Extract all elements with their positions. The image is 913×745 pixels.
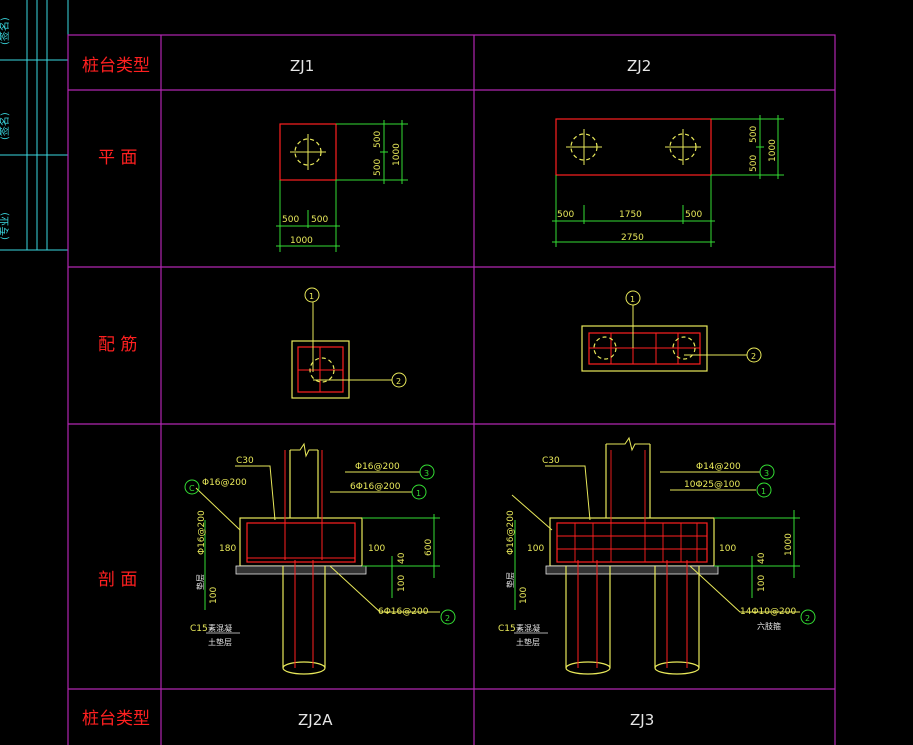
- header-label: 桩台类型: [82, 56, 150, 76]
- col-header-zj1: ZJ1: [290, 57, 314, 75]
- plan-zj2: 500 500 1000 500 1750 500 2750: [552, 115, 784, 247]
- zj1-dim-right-top: 500: [373, 131, 383, 148]
- zj2-dim-bottom-middle: 1750: [619, 210, 642, 220]
- zj2-side-vertical: Φ16@200: [506, 510, 516, 555]
- zj1-bar-3: Φ16@200: [355, 462, 400, 472]
- section-zj1: 3 1 C 2 C30 Φ16@200 Φ16@200 6Φ16@200 Φ16…: [184, 442, 456, 675]
- zj2-dim-bottom-right: 500: [685, 210, 702, 220]
- zj2-bottom-note: 六肢箍: [757, 621, 781, 631]
- col-header-zj2: ZJ2: [627, 57, 651, 75]
- zj1-bar-1: 6Φ16@200: [350, 482, 401, 492]
- zj1-dim-100-bot: 100: [397, 575, 407, 592]
- rebar-zj1: 1 2: [291, 287, 407, 399]
- rebar-zj2: 1 2: [581, 290, 762, 372]
- zj1-sec-marker-1: 1: [416, 489, 421, 498]
- side-label-3: (专业): [0, 212, 11, 240]
- zj2-dim-100-b: 100: [719, 544, 736, 554]
- col-footer-zj2a: ZJ2A: [298, 711, 333, 729]
- section-zj2: 3 1 2 C30 Φ14@200 10Φ25@100 Φ16@200 100 …: [498, 436, 816, 675]
- zj1-dim-180: 180: [219, 544, 236, 554]
- zj1-dim-100-left: 100: [209, 587, 219, 604]
- zj1-sec-marker-2: 2: [445, 614, 450, 623]
- row-label-plan: 平 面: [98, 148, 137, 168]
- zj2-dim-1000: 1000: [784, 533, 794, 556]
- zj1-dim-40: 40: [397, 552, 407, 564]
- zj1-dim-right-total: 1000: [392, 143, 402, 166]
- zj2-dim-bottom-total: 2750: [621, 233, 644, 243]
- zj2-rebar-marker-2: 2: [751, 352, 756, 361]
- zj1-dim-right-bottom: 500: [373, 159, 383, 176]
- table-grid: [67, 34, 836, 745]
- zj2-concrete: C30: [542, 456, 560, 466]
- zj2-dim-100-a: 100: [527, 544, 544, 554]
- zj2-c15: C15: [498, 624, 516, 634]
- side-label-1: (签名): [0, 17, 11, 45]
- zj2-cushion-2: 土垫层: [516, 637, 540, 647]
- footer-label: 桩台类型: [82, 709, 150, 729]
- zj2-dim-100-left: 100: [519, 587, 529, 604]
- zj2-dim-right-bottom: 500: [749, 155, 759, 172]
- zj1-dim-600: 600: [424, 539, 434, 556]
- zj2-sec-marker-1: 1: [761, 487, 766, 496]
- zj2-dim-right-total: 1000: [768, 139, 778, 162]
- zj2-sec-marker-2: 2: [805, 614, 810, 623]
- zj1-top-bar: Φ16@200: [202, 478, 247, 488]
- zj1-c15: C15: [190, 624, 208, 634]
- zj1-dim-bottom-total: 1000: [290, 236, 313, 246]
- zj2-dim-right-top: 500: [749, 126, 759, 143]
- zj2-sec-marker-3: 3: [764, 469, 769, 478]
- zj1-side-vertical: Φ16@200: [197, 510, 207, 555]
- zj1-dim-bottom-right: 500: [311, 215, 328, 225]
- plan-zj1: 500 500 1000 500 500 1000: [276, 120, 408, 252]
- zj1-dim-bottom-left: 500: [282, 215, 299, 225]
- zj2-top-bar: Φ14@200: [696, 462, 741, 472]
- zj2-left-tag: 垫层: [505, 572, 515, 588]
- zj1-rebar-marker-1: 1: [309, 292, 314, 301]
- zj1-bottom-bar: 6Φ16@200: [378, 607, 429, 617]
- zj1-sec-marker-c: C: [189, 484, 195, 493]
- zj2-dim-100-bot: 100: [757, 575, 767, 592]
- zj2-dim-40: 40: [757, 552, 767, 564]
- col-footer-zj3: ZJ3: [630, 711, 654, 729]
- row-label-rebar: 配 筋: [98, 335, 137, 355]
- row-label-section: 剖 面: [98, 570, 137, 590]
- zj2-rebar-marker-1: 1: [630, 295, 635, 304]
- zj1-rebar-marker-2: 2: [396, 377, 401, 386]
- zj1-sec-marker-3: 3: [424, 469, 429, 478]
- zj1-concrete: C30: [236, 456, 254, 466]
- zj1-dim-100-right: 100: [368, 544, 385, 554]
- zj2-dim-bottom-left: 500: [557, 210, 574, 220]
- side-label-2: (签名): [0, 112, 11, 140]
- zj2-cushion: 素混凝: [516, 623, 540, 633]
- zj2-bar-1: 10Φ25@100: [684, 480, 740, 490]
- zj1-cushion: 素混凝: [208, 623, 232, 633]
- zj1-left-tag: 垫层: [195, 574, 205, 590]
- zj1-cushion-2: 土垫层: [208, 637, 232, 647]
- zj2-bottom-bar: 14Φ10@200: [740, 607, 796, 617]
